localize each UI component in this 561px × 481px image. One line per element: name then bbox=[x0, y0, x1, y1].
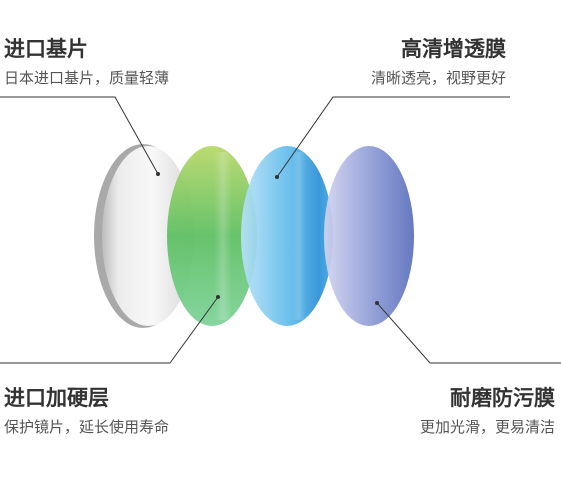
lens-hard-coat-layer bbox=[167, 146, 257, 326]
lens-anti-smudge-layer bbox=[324, 146, 414, 326]
leader-dot-anti-smudge bbox=[375, 301, 379, 305]
label-ar-coating: 高清增透膜 清晰透亮，视野更好 bbox=[371, 36, 506, 88]
label-hard-coat: 进口加硬层 保护镜片，延长使用寿命 bbox=[4, 385, 169, 437]
label-anti-smudge: 耐磨防污膜 更加光滑，更易清洁 bbox=[420, 385, 555, 437]
label-base-substrate: 进口基片 日本进口基片，质量轻薄 bbox=[4, 36, 169, 88]
leader-line-base-substrate bbox=[0, 96, 159, 175]
layer-subtitle: 更加光滑，更易清洁 bbox=[419, 418, 555, 436]
leader-line-ar-coating bbox=[276, 96, 510, 178]
lens-ar-coating-layer bbox=[241, 146, 333, 326]
layer-subtitle: 保护镜片，延长使用寿命 bbox=[4, 418, 170, 436]
layer-subtitle: 清晰透亮，视野更好 bbox=[370, 69, 506, 87]
lens-base-substrate bbox=[94, 144, 194, 328]
layer-subtitle: 日本进口基片，质量轻薄 bbox=[4, 69, 170, 87]
layer-title: 进口加硬层 bbox=[4, 386, 109, 410]
layer-title: 进口基片 bbox=[4, 37, 88, 61]
leader-dot-base-substrate bbox=[156, 172, 160, 176]
leader-dot-ar-coating bbox=[275, 175, 279, 179]
leader-line-hard-coat bbox=[0, 296, 219, 364]
leader-line-anti-smudge bbox=[376, 302, 561, 364]
leader-dot-hard-coat bbox=[216, 295, 220, 299]
layer-title: 耐磨防污膜 bbox=[450, 386, 555, 410]
layer-title: 高清增透膜 bbox=[401, 37, 506, 61]
